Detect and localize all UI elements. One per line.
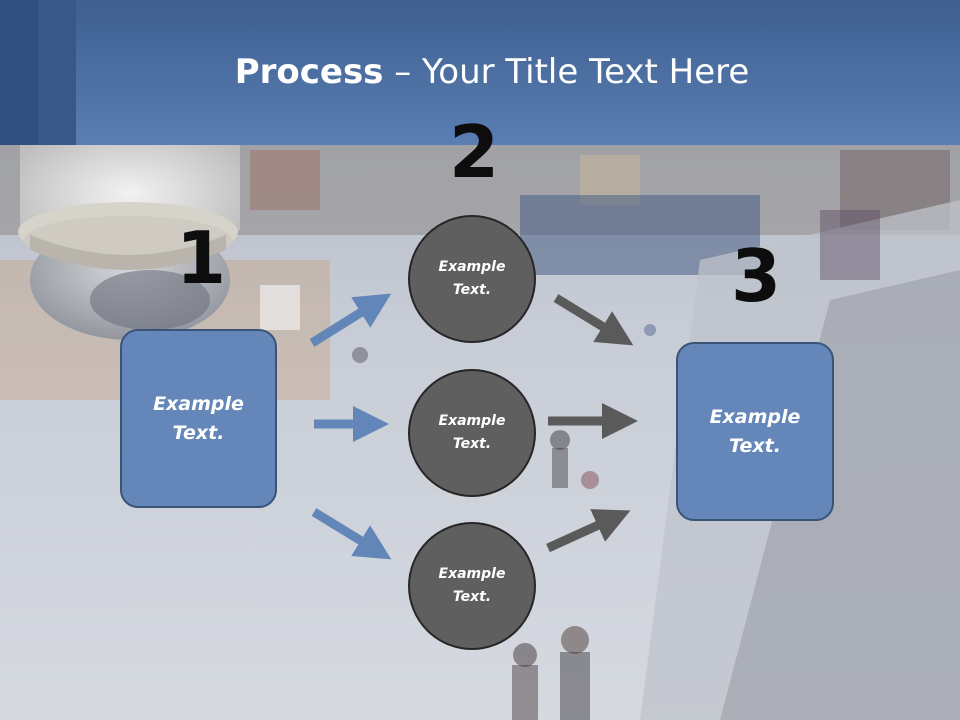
step-number-2: 2 (449, 110, 500, 194)
gray-arrow-icon (546, 509, 631, 553)
header-accent (0, 0, 38, 145)
security-camera-image (18, 145, 240, 340)
process-circle-middle-label: Example Text. (438, 413, 506, 452)
blue-arrow-icon (309, 293, 392, 347)
step-number-1: 1 (176, 216, 227, 300)
process-box-right: Example Text. (676, 342, 834, 521)
blue-arrow-icon (311, 508, 392, 560)
header-accent (38, 0, 76, 145)
title-bold: Process (234, 52, 384, 92)
page-title: Process – Your Title Text Here (0, 52, 960, 92)
process-circle-bottom: Example Text. (408, 522, 536, 650)
process-circle-top-label: Example Text. (438, 259, 506, 298)
step-number-3: 3 (731, 234, 782, 318)
process-box-right-label: Example Text. (709, 405, 801, 457)
process-circle-top: Example Text. (408, 215, 536, 343)
header-band (0, 0, 960, 145)
process-box-left-label: Example Text. (153, 392, 244, 444)
process-circle-bottom-label: Example Text. (438, 566, 506, 605)
gray-arrow-icon (553, 294, 634, 346)
process-circle-middle: Example Text. (408, 369, 536, 497)
title-rest: – Your Title Text Here (383, 52, 750, 92)
process-box-left: Example Text. (120, 329, 277, 508)
